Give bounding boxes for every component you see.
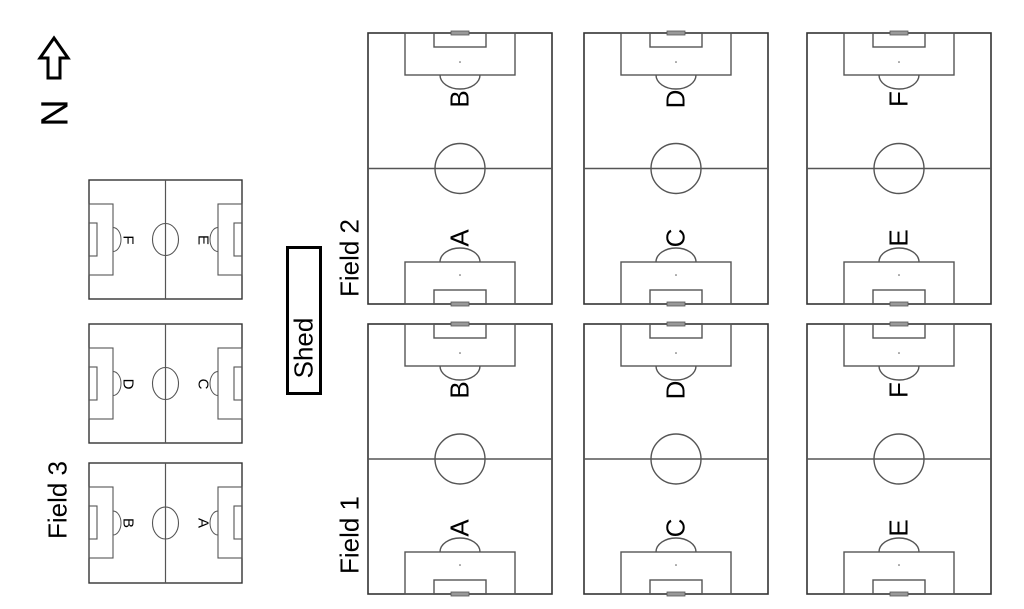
north-arrow-icon — [37, 35, 71, 80]
north-label: N — [34, 99, 77, 127]
field-3-label: Field 3 — [42, 460, 73, 540]
pitch — [806, 321, 992, 597]
pitch-letter-b: B — [444, 90, 475, 108]
mini-pitch-letter-b: B — [119, 517, 137, 529]
pitch-letter-c: C — [660, 228, 691, 248]
mini-pitch-letter-a: A — [194, 517, 212, 529]
pitch — [367, 30, 553, 307]
pitch-letter-f: F — [883, 91, 914, 107]
mini-pitch-letter-e: E — [194, 234, 212, 245]
field-2-label: Field 2 — [334, 218, 365, 298]
pitch-letter-e: E — [883, 229, 914, 247]
pitch-letter-e: E — [883, 519, 914, 537]
pitch — [583, 30, 769, 307]
pitch-letter-d: D — [660, 89, 691, 109]
mini-pitch — [88, 323, 243, 444]
field3-pitches-group — [88, 179, 243, 584]
pitch-letter-a: A — [444, 229, 475, 247]
pitch-letter-b: B — [444, 381, 475, 399]
shed-label: Shed — [288, 317, 319, 379]
pitch-letter-d: D — [660, 380, 691, 400]
mini-pitch-letter-d: D — [119, 378, 137, 389]
mini-pitch — [88, 462, 243, 584]
pitch — [367, 321, 553, 597]
mini-pitch — [88, 179, 243, 300]
pitch — [583, 321, 769, 597]
mini-pitch-letter-f: F — [119, 234, 137, 245]
main-pitches-group — [367, 30, 992, 597]
pitch — [806, 30, 992, 307]
pitch-letter-a: A — [444, 519, 475, 537]
mini-pitch-letter-c: C — [194, 378, 212, 389]
pitch-letter-c: C — [660, 518, 691, 538]
pitch-letter-f: F — [883, 382, 914, 398]
field-1-label: Field 1 — [334, 495, 365, 575]
shed-building — [286, 246, 322, 395]
